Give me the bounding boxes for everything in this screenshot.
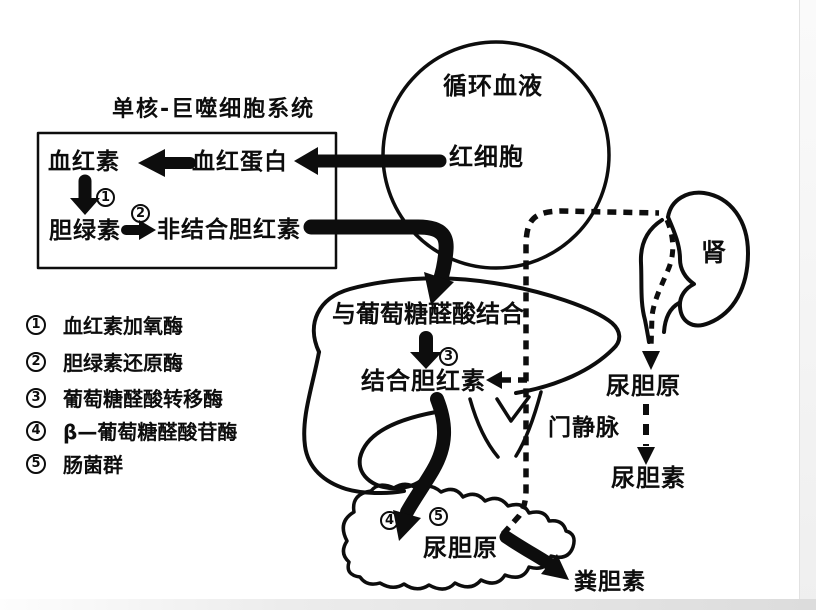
hemoglobin-label: 血红蛋白 <box>192 149 288 175</box>
circulating-blood-label: 循环血液 <box>443 72 543 100</box>
legend-marker-2: 2 <box>26 351 46 372</box>
macrophage-system-box <box>36 131 338 270</box>
portal-vein-vessel-lines <box>468 390 543 459</box>
step5-marker: 5 <box>429 507 448 526</box>
legend-marker-1: 1 <box>26 314 46 335</box>
conjugated-bilirubin-label: 结合胆红素 <box>361 367 486 395</box>
urobilinogen-urine-label: 尿胆原 <box>606 372 681 400</box>
legend-marker-3: 3 <box>26 387 46 408</box>
dashed-arrow-urobilinogen-to-urobilin <box>637 404 655 465</box>
arrow-heme-to-biliverdin <box>70 174 100 215</box>
arrow-conjugated-to-intestine <box>393 392 452 541</box>
step4-marker: 4 <box>380 511 399 530</box>
dashed-path-enterohepatic <box>500 208 660 536</box>
legend-marker-4: 4 <box>26 420 46 441</box>
legend-item-1: 1 血红素加氧酶 <box>26 310 183 339</box>
unconjugated-bilirubin-label: 非结合胆红素 <box>157 217 301 243</box>
step3-marker: 3 <box>439 347 458 366</box>
legend-item-3: 3 葡萄糖醛酸转移酶 <box>26 383 223 412</box>
urobilinogen-gut-label: 尿胆原 <box>423 534 498 562</box>
dashed-arrow-to-conjugated-bilirubin <box>486 371 527 389</box>
legend-marker-5: 5 <box>26 453 46 474</box>
arrow-conjugation-step3 <box>410 331 442 369</box>
arrow-rbc-to-hemoglobin <box>294 147 447 175</box>
legend-item-2: 2 胆绿素还原酶 <box>26 347 183 376</box>
red-blood-cell-label: 红细胞 <box>449 143 524 171</box>
biliverdin-label: 胆绿素 <box>49 218 121 244</box>
urobilin-label: 尿胆素 <box>611 464 686 492</box>
legend-item-4: 4 β—葡萄糖醛酸苷酶 <box>26 416 237 445</box>
legend-item-5: 5 肠菌群 <box>26 449 123 478</box>
dashed-path-kidney-to-urobilinogen <box>642 219 676 370</box>
legend-label-4: β—葡萄糖醛酸苷酶 <box>63 420 238 444</box>
kidney-label: 肾 <box>701 238 728 267</box>
scan-edge-right <box>799 0 816 610</box>
glucuronic-conjugation-label: 与葡萄糖醛酸结合 <box>332 300 524 328</box>
kidney-shape <box>638 190 750 344</box>
heme-label: 血红素 <box>48 149 120 175</box>
scan-edge-bottom <box>0 599 816 610</box>
step2-marker: 2 <box>131 204 150 223</box>
arrow-hemoglobin-to-heme <box>138 149 196 177</box>
step1-marker: 1 <box>96 188 115 207</box>
stercobilin-label: 粪胆素 <box>574 569 646 595</box>
macrophage-system-title: 单核-巨噬细胞系统 <box>112 97 316 122</box>
legend-label-3: 葡萄糖醛酸转移酶 <box>63 387 223 411</box>
portal-vein-label: 门静脉 <box>548 415 620 441</box>
arrow-intestine-to-stercobilin <box>499 530 569 580</box>
arrow-unconjugated-to-liver <box>303 219 454 305</box>
legend-label-5: 肠菌群 <box>63 453 123 477</box>
arrow-biliverdin-to-unconjugated <box>121 220 156 240</box>
legend-label-2: 胆绿素还原酶 <box>63 351 183 375</box>
legend-label-1: 血红素加氧酶 <box>63 314 183 338</box>
